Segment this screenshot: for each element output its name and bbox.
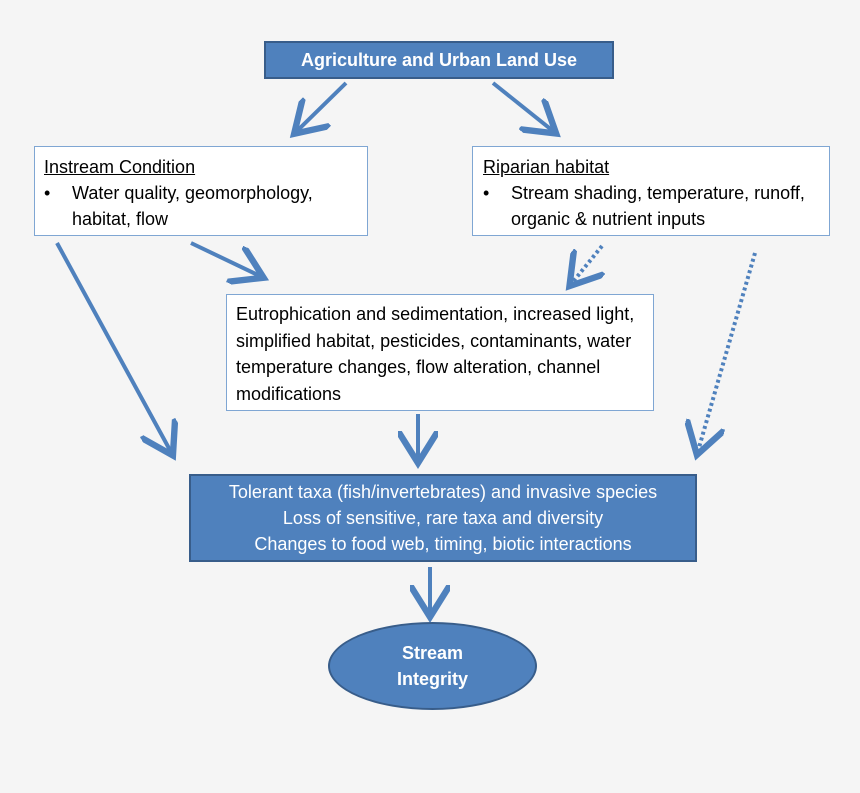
stream-integrity-line-1: Stream [401, 643, 464, 663]
bullet-icon: • [44, 183, 51, 203]
land-use-label: Agriculture and Urban Land Use [300, 49, 578, 70]
biotic-response-line-3: Changes to food web, timing, biotic inte… [254, 534, 632, 554]
stressors-text: Eutrophication and sedimentation, increa… [236, 304, 635, 404]
stream-integrity-line-2: Integrity [396, 669, 468, 689]
biotic-response-box: Tolerant taxa (fish/invertebrates) and i… [189, 474, 697, 562]
biotic-response-line-2: Loss of sensitive, rare taxa and diversi… [282, 508, 604, 528]
biotic-response-line-1: Tolerant taxa (fish/invertebrates) and i… [228, 482, 658, 502]
riparian-habitat-heading: Riparian habitat [483, 157, 610, 177]
arrow-top-to-riparian [491, 81, 553, 131]
stressors-box: Eutrophication and sedimentation, increa… [226, 294, 654, 411]
riparian-habitat-box: Riparian habitat • Stream shading, tempe… [472, 146, 830, 236]
bullet-icon: • [483, 183, 490, 203]
riparian-bullet-row: • Stream shading, temperature, runoff, o… [483, 180, 819, 232]
instream-condition-box: Instream Condition • Water quality, geom… [34, 146, 368, 236]
arrow-instream-to-bottom [55, 242, 171, 452]
stream-integrity-ellipse: Stream Integrity [328, 622, 537, 710]
instream-bullet-row: • Water quality, geomorphology, habitat,… [44, 180, 357, 232]
arrow-riparian-to-middle [572, 244, 602, 283]
land-use-box: Agriculture and Urban Land Use [264, 41, 614, 79]
arrow-top-to-instream [297, 81, 348, 131]
riparian-bullet-text: Stream shading, temperature, runoff, org… [511, 183, 805, 229]
instream-bullet-text: Water quality, geomorphology, habitat, f… [72, 183, 313, 229]
instream-condition-heading: Instream Condition [44, 157, 196, 177]
arrow-instream-to-middle [190, 241, 260, 276]
arrow-riparian-to-bottom [698, 252, 757, 451]
